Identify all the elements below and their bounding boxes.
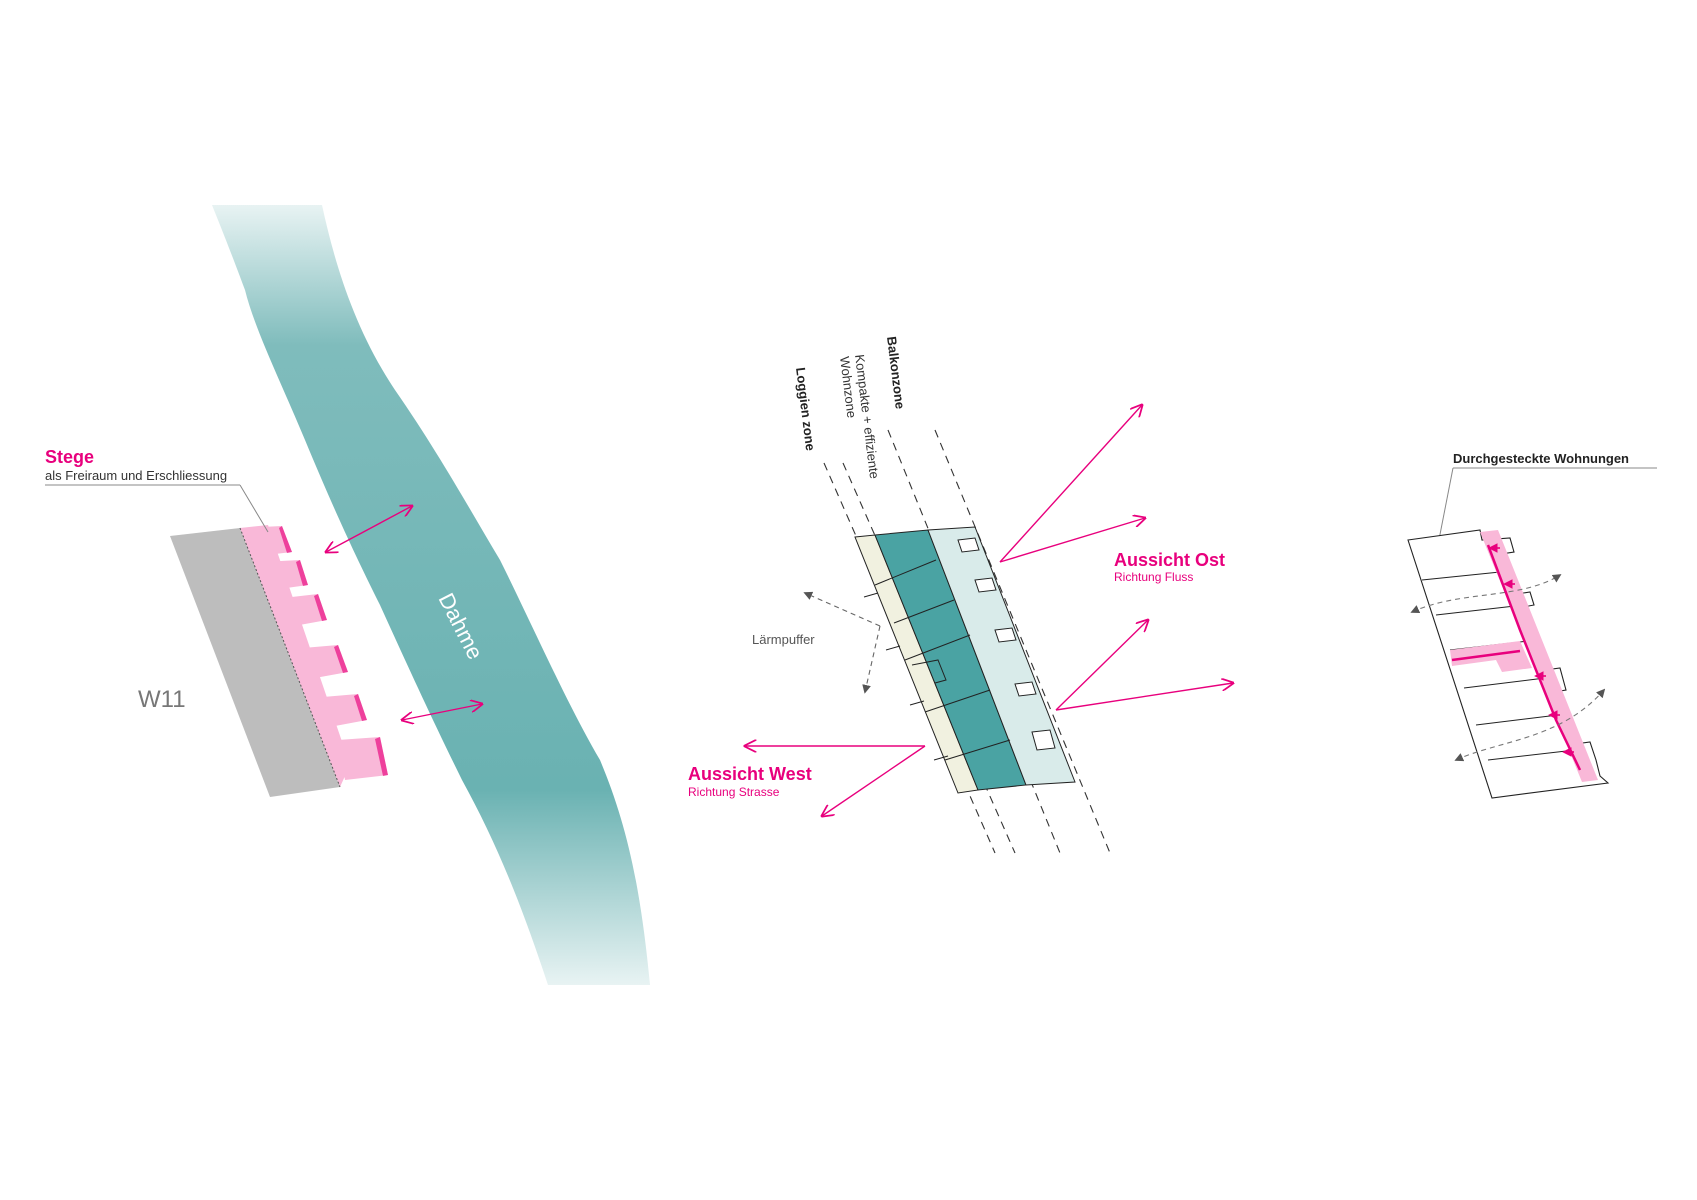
stege-leader-diag: [239, 484, 269, 533]
through-units-title: Durchgesteckte Wohnungen: [1453, 451, 1629, 466]
stege-subtitle: als Freiraum und Erschliessung: [45, 468, 227, 483]
building-w11-label: W11: [138, 686, 186, 713]
view-east-subtitle: Richtung Fluss: [1114, 570, 1193, 584]
view-arrow-upper: [326, 506, 412, 552]
view-west-title: Aussicht West: [688, 764, 812, 784]
corridor-branch: [1450, 641, 1532, 672]
ventilation-path-top: [1410, 574, 1562, 614]
view-east-arrow-1: [999, 405, 1142, 563]
site-diagram: Dahme W11 Stege als Freiraum und Erschli…: [45, 205, 650, 985]
through-units-diagram: Durchgesteckte Wohnungen: [1407, 451, 1657, 799]
view-west-subtitle: Richtung Strasse: [688, 785, 780, 799]
river-dahme: [212, 205, 650, 985]
balcony-zone: [927, 526, 1076, 786]
view-east-title: Aussicht Ost: [1114, 550, 1225, 570]
building-w11: [170, 528, 340, 797]
label-loggien-zone: Loggien zone: [793, 367, 818, 452]
laermpuffer-label: Lärmpuffer: [752, 632, 815, 647]
label-balkonzone: Balkonzone: [884, 336, 908, 410]
view-west-arrow-2: [822, 745, 926, 816]
view-east-arrow-4: [1055, 683, 1233, 711]
noise-arrow-up: [803, 591, 881, 627]
view-arrow-lower: [402, 704, 482, 720]
stege-title: Stege: [45, 447, 94, 467]
noise-arrow-down: [862, 625, 881, 694]
view-east-arrow-2: [999, 518, 1145, 563]
view-east-arrow-3: [1055, 620, 1148, 711]
label-wohnzone-line2: Wohnzone: [837, 356, 859, 419]
stege-walkways: [239, 525, 388, 788]
zone-diagram: Loggien zone Kompakte + effiziente Wohnz…: [688, 336, 1233, 854]
